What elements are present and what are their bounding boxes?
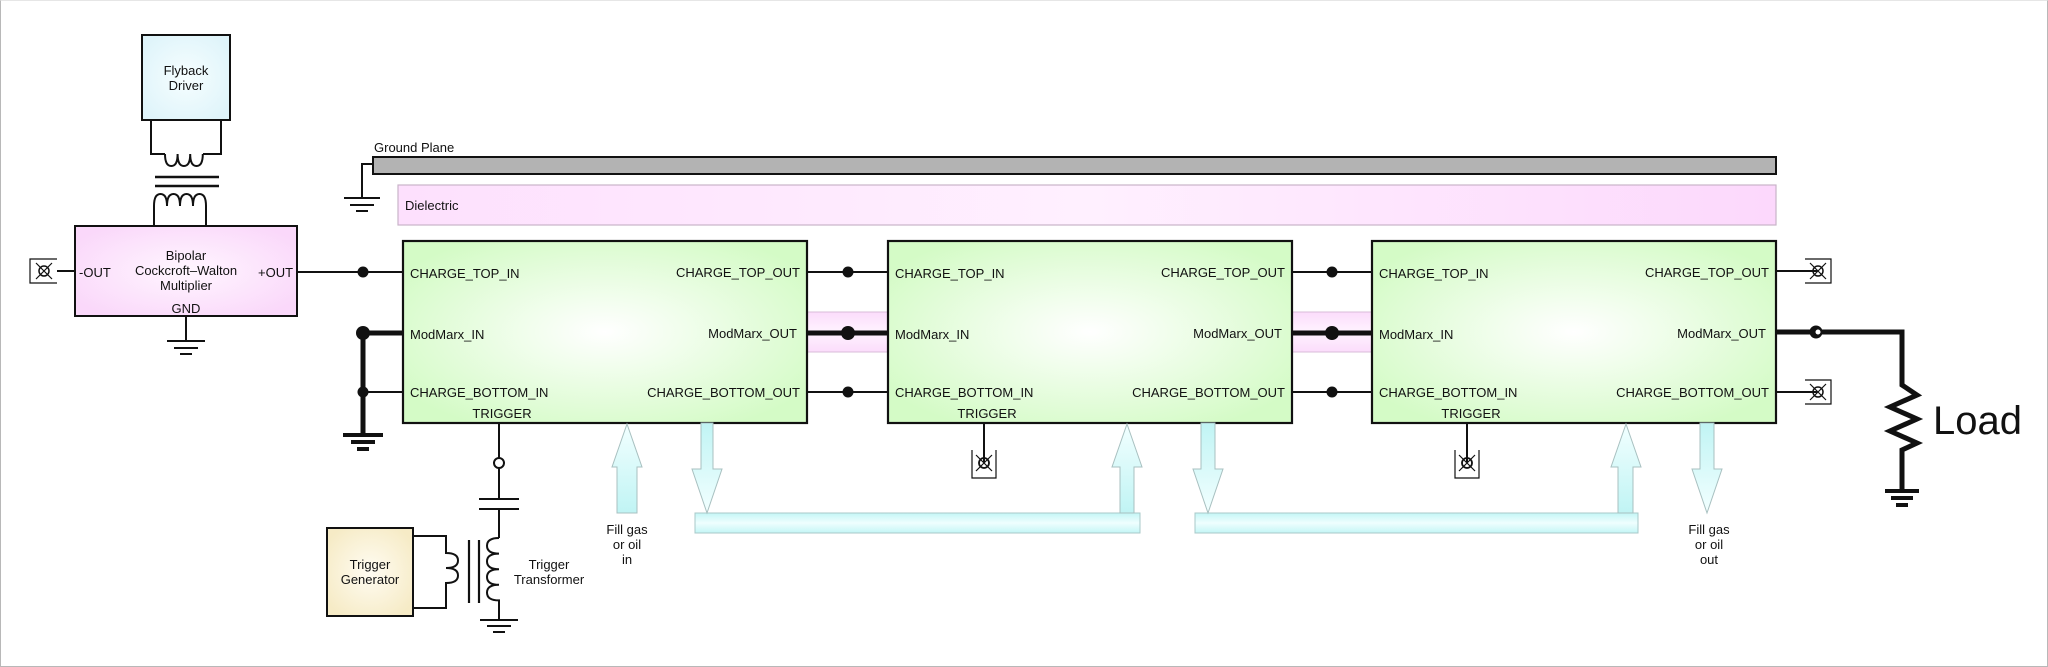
stage-1-modmarx-out: ModMarx_OUT [708, 326, 797, 341]
stage-3-modmarx-out: ModMarx_OUT [1677, 326, 1766, 341]
stage-1-charge-bottom-out: CHARGE_BOTTOM_OUT [647, 385, 800, 400]
multiplier-pos-out: +OUT [258, 265, 293, 280]
trigger-generator-label-2: Generator [341, 572, 400, 587]
dielectric-label: Dielectric [405, 198, 459, 213]
trigger-generator: Trigger Generator [326, 527, 414, 617]
flyback-driver-label-1: Flyback [164, 63, 209, 78]
fluid-pipe [1194, 512, 1639, 534]
multiplier-neg-out: -OUT [79, 265, 111, 280]
arrow-down-icon [691, 422, 723, 515]
stage-3-bottom-out-terminator [1776, 379, 1832, 405]
trigger-generator-label-1: Trigger [350, 557, 391, 572]
arrow-down-icon [1192, 422, 1224, 515]
trigger-transformer-label-1: Trigger [529, 557, 570, 572]
stage-3-charge-bottom-out: CHARGE_BOTTOM_OUT [1616, 385, 1769, 400]
modmarx-stage-1: CHARGE_TOP_IN CHARGE_TOP_OUT ModMarx_IN … [401, 239, 809, 425]
fill-in-label-2: or oil [613, 537, 641, 552]
stage-3-charge-top-in: CHARGE_TOP_IN [1379, 266, 1489, 281]
stage-3-charge-top-out: CHARGE_TOP_OUT [1645, 265, 1769, 280]
multiplier-label-3: Multiplier [160, 278, 213, 293]
stage-2-trigger-terminator [971, 423, 997, 479]
modmarx-stage-3: CHARGE_TOP_IN CHARGE_TOP_OUT ModMarx_IN … [1370, 239, 1778, 425]
fill-out-label-1: Fill gas [1688, 522, 1730, 537]
stage-3-trigger-terminator [1454, 423, 1480, 479]
stage-3-trigger: TRIGGER [1441, 406, 1500, 421]
flyback-transformer-icon [150, 120, 222, 225]
stage-1-charge-top-out: CHARGE_TOP_OUT [676, 265, 800, 280]
stage-2-charge-bottom-out: CHARGE_BOTTOM_OUT [1132, 385, 1285, 400]
fill-out-label-2: or oil [1695, 537, 1723, 552]
arrow-up-icon [1610, 422, 1642, 514]
flyback-driver-label-2: Driver [169, 78, 204, 93]
multiplier-label-2: Cockcroft–Walton [135, 263, 237, 278]
fluid-pipe [694, 512, 1141, 534]
modmarx-stage-2: CHARGE_TOP_IN CHARGE_TOP_OUT ModMarx_IN … [886, 239, 1294, 425]
ground-plane-label: Ground Plane [374, 140, 454, 155]
stage-2-modmarx-out: ModMarx_OUT [1193, 326, 1282, 341]
dielectric: Dielectric [397, 184, 1777, 226]
trigger-circuit [413, 423, 519, 633]
trigger-transformer-label-2: Transformer [514, 572, 585, 587]
stage-2-charge-bottom-in: CHARGE_BOTTOM_IN [895, 385, 1033, 400]
multiplier-gnd: GND [172, 301, 201, 316]
load-resistor-icon [1776, 325, 1924, 507]
load-label: Load [1933, 399, 2022, 443]
stage-1-charge-top-in: CHARGE_TOP_IN [410, 266, 520, 281]
interstage-wiring-1-2 [807, 266, 888, 398]
stage-1-modmarx-in: ModMarx_IN [410, 327, 484, 342]
stage-3-top-out-terminator [1776, 258, 1832, 284]
multiplier-label-1: Bipolar [166, 248, 207, 263]
interstage-wiring-2-3 [1292, 266, 1372, 398]
no-connect-icon [29, 258, 75, 284]
stage-1-charge-bottom-in: CHARGE_BOTTOM_IN [410, 385, 548, 400]
stage-2-charge-top-out: CHARGE_TOP_OUT [1161, 265, 1285, 280]
left-ground-bus [343, 326, 403, 451]
fill-in-label-1: Fill gas [606, 522, 648, 537]
stage-3-modmarx-in: ModMarx_IN [1379, 327, 1453, 342]
modmarx-stages: CHARGE_TOP_IN CHARGE_TOP_OUT ModMarx_IN … [401, 239, 1778, 425]
stage-3-charge-bottom-in: CHARGE_BOTTOM_IN [1379, 385, 1517, 400]
stage-1-trigger: TRIGGER [472, 406, 531, 421]
junction-dot [357, 266, 369, 278]
flyback-driver: Flyback Driver [141, 34, 231, 121]
fill-in-label-3: in [622, 552, 632, 567]
fill-out-arrow-icon [1691, 422, 1723, 515]
fill-in-arrow-icon [611, 422, 643, 514]
fill-out-label-3: out [1700, 552, 1718, 567]
fluid-flow [611, 422, 1723, 534]
stage-2-modmarx-in: ModMarx_IN [895, 327, 969, 342]
ground-icon [167, 316, 205, 355]
cockcroft-walton-multiplier: Bipolar Cockcroft–Walton Multiplier -OUT… [74, 225, 298, 317]
stage-2-trigger: TRIGGER [957, 406, 1016, 421]
stage-2-charge-top-in: CHARGE_TOP_IN [895, 266, 1005, 281]
ground-plane: Ground Plane [344, 140, 1777, 212]
arrow-up-icon [1111, 422, 1143, 514]
